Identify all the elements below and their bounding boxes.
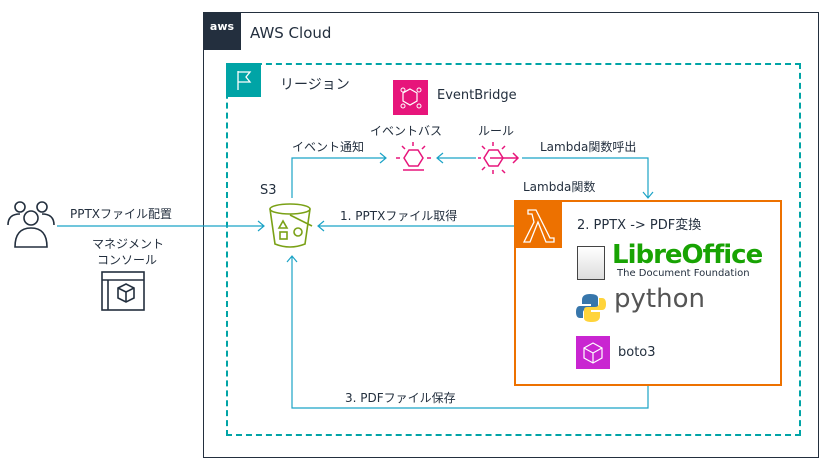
- lambda-invoke-label: Lambda関数呼出: [540, 140, 637, 154]
- arrow-s3-to-eventbus: [291, 152, 387, 198]
- aws-logo-icon: aws: [203, 12, 241, 50]
- users-icon: [7, 201, 55, 248]
- event-bus-icon: [396, 142, 431, 171]
- libreoffice-document-icon: [577, 246, 605, 280]
- python-logo-icon: [576, 294, 606, 322]
- region-label: リージョン: [280, 77, 350, 93]
- event-notify-label: イベント通知: [292, 140, 365, 154]
- eventbridge-icon: [393, 80, 428, 115]
- event-bus-label: イベントバス: [370, 124, 443, 138]
- eventbridge-label: EventBridge: [437, 88, 517, 103]
- boto3-icon: [576, 336, 610, 369]
- python-logo-text: python: [614, 284, 705, 314]
- console-label-line1: マネジメント: [92, 237, 165, 251]
- management-console-icon: [101, 271, 145, 311]
- place-pptx-label: PPTXファイル配置: [70, 207, 173, 221]
- arrow-user-to-s3: [57, 220, 265, 232]
- arrow-lambda-save-s3: [286, 255, 649, 409]
- save-pdf-label: 3. PDFファイル保存: [345, 391, 456, 405]
- arrow-lambda-to-s3: [317, 220, 514, 232]
- lambda-icon: [514, 200, 562, 248]
- libreoffice-subtitle: The Document Foundation: [617, 268, 750, 279]
- aws-cloud-label: AWS Cloud: [250, 24, 332, 42]
- boto3-label: boto3: [618, 345, 656, 360]
- lambda-function-group: [514, 200, 782, 386]
- region-group: [226, 63, 801, 436]
- libreoffice-logo: LibreOffice: [612, 240, 763, 270]
- arrow-rule-to-eventbus: [436, 152, 476, 164]
- rule-label: ルール: [478, 124, 515, 138]
- s3-bucket-icon: [269, 203, 313, 248]
- get-pptx-label: 1. PPTXファイル取得: [340, 209, 458, 223]
- console-label-line2: コンソール: [97, 253, 158, 267]
- s3-label: S3: [260, 183, 277, 198]
- rule-icon: [478, 142, 520, 174]
- flag-icon: [226, 63, 261, 97]
- arrow-rule-to-lambda: [522, 157, 654, 199]
- lambda-label: Lambda関数: [523, 180, 596, 194]
- conversion-step-label: 2. PPTX -> PDF変換: [577, 218, 702, 233]
- aws-cloud-group: [203, 12, 819, 458]
